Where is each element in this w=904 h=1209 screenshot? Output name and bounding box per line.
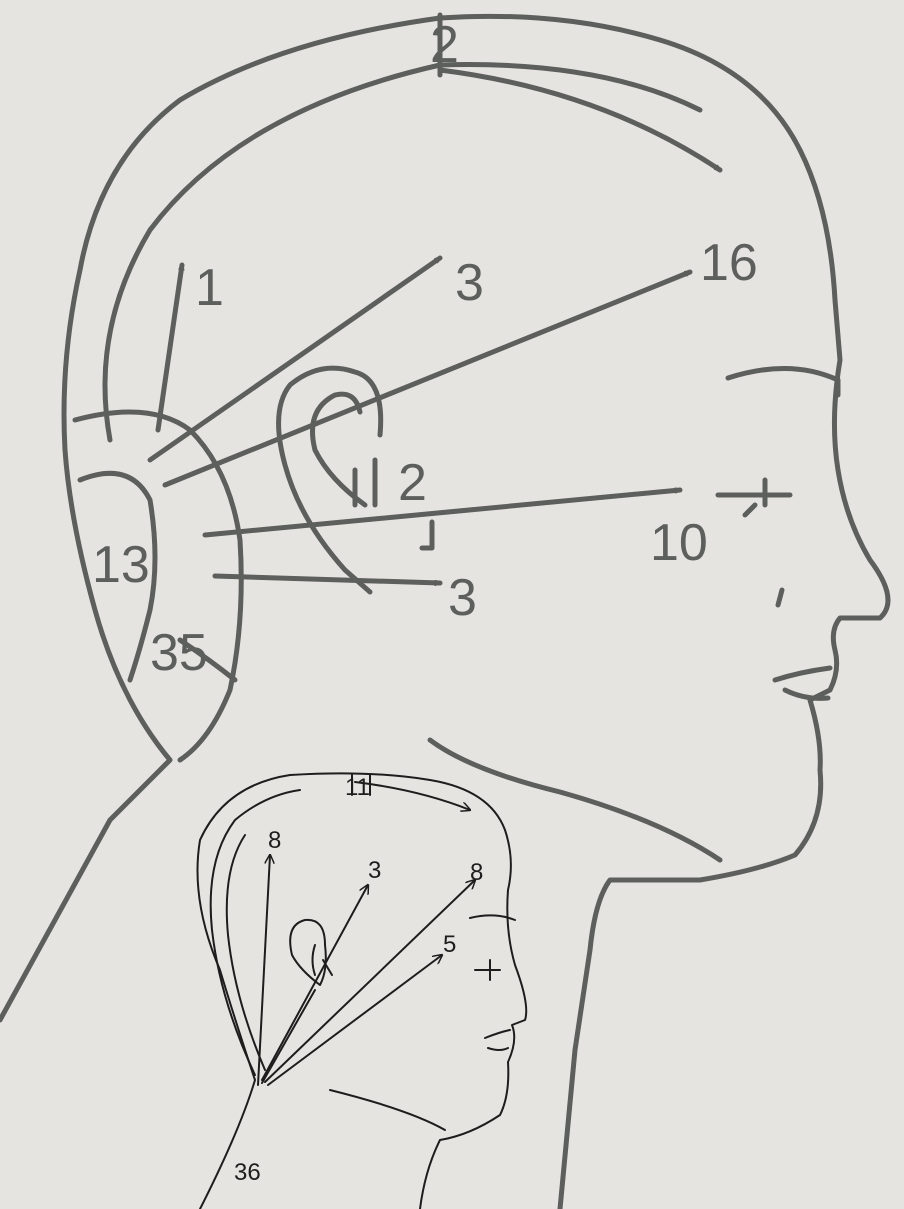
crown-band-inner bbox=[105, 65, 700, 440]
small-back-inner-2 bbox=[227, 835, 265, 1070]
small-eye bbox=[475, 960, 500, 980]
nose-mark bbox=[778, 590, 782, 605]
label-1: 1 bbox=[195, 259, 224, 317]
small-back-inner bbox=[211, 790, 300, 1075]
small-label-8-front: 8 bbox=[470, 859, 483, 886]
arrow-16 bbox=[165, 272, 690, 485]
large-head-outline bbox=[0, 16, 888, 1209]
small-label-5: 5 bbox=[443, 931, 456, 958]
label-16: 16 bbox=[700, 234, 758, 292]
crown-arrow bbox=[440, 70, 720, 170]
arrow-2-small bbox=[422, 522, 432, 548]
small-jaw bbox=[330, 1090, 445, 1130]
small-head bbox=[198, 773, 527, 1209]
label-2-temple: 2 bbox=[398, 454, 427, 512]
large-head bbox=[0, 15, 888, 1209]
brow-line bbox=[728, 368, 838, 395]
arrow-10 bbox=[205, 490, 680, 535]
small-label-8-back: 8 bbox=[268, 827, 281, 854]
arrow-1 bbox=[158, 265, 182, 430]
small-label-11: 11 bbox=[345, 774, 370, 801]
small-ear bbox=[290, 920, 326, 985]
label-35: 35 bbox=[150, 624, 208, 682]
small-label-3: 3 bbox=[368, 857, 381, 884]
label-crown: 2 bbox=[430, 16, 459, 74]
label-3-upper: 3 bbox=[455, 254, 484, 312]
label-13: 13 bbox=[92, 536, 150, 594]
arrow-3-lower bbox=[215, 576, 440, 583]
small-arrow-8-front bbox=[265, 880, 475, 1082]
small-arrow-8-back bbox=[258, 855, 270, 1085]
eye-mark bbox=[718, 480, 790, 515]
jaw-line bbox=[430, 740, 720, 860]
label-3-lower: 3 bbox=[448, 569, 477, 627]
small-mouth bbox=[485, 1030, 510, 1050]
small-label-36: 36 bbox=[234, 1159, 261, 1186]
small-head-outline bbox=[198, 773, 527, 1209]
label-10: 10 bbox=[650, 514, 708, 572]
